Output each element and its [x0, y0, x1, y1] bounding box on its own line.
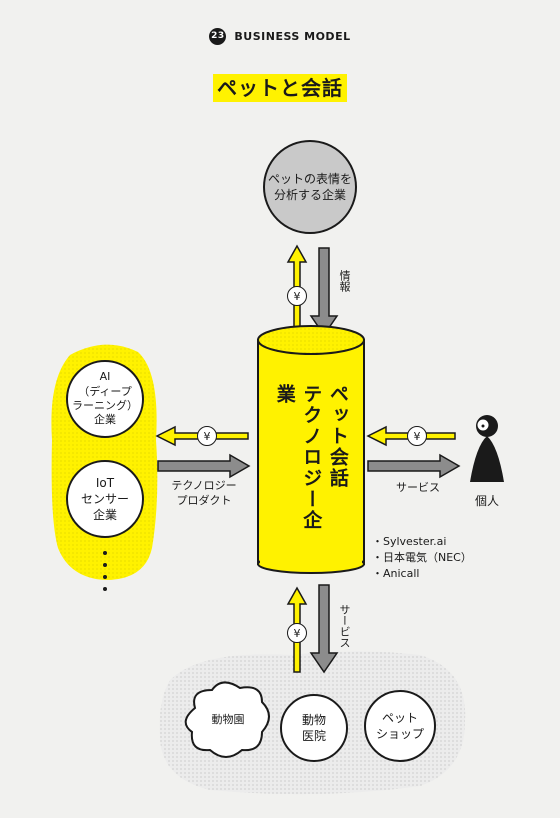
- section-header: 23 BUSINESS MODEL: [0, 28, 560, 45]
- service-label-right: サービス: [396, 481, 440, 494]
- center-label-line2: テクノロジー企業: [273, 384, 323, 531]
- top-node-line2: 分析する企業: [273, 188, 346, 202]
- section-number: 23: [209, 28, 227, 45]
- company-item: ・日本電気（NEC）: [372, 550, 472, 564]
- service-label-bottom: サービス: [338, 604, 351, 648]
- cylinder-top: [257, 325, 365, 355]
- product-label: テクノロジープロダクト: [160, 478, 248, 509]
- cylinder-body: [257, 339, 365, 565]
- person-icon: [470, 415, 504, 482]
- product-label-line2: プロダクト: [176, 494, 232, 508]
- down-arrow-bottom: [309, 584, 339, 674]
- center-label: ペット会話テクノロジー企業: [268, 384, 354, 534]
- company-list: ・Sylvester.ai ・日本電気（NEC） ・Anicall: [372, 534, 472, 582]
- vet-node: 動物医院: [280, 694, 348, 762]
- ai-node: AI（ディープラーニング）企業: [66, 360, 144, 438]
- section-label: BUSINESS MODEL: [234, 30, 351, 43]
- iot-node-line3: 企業: [92, 508, 117, 523]
- center-label-line1: ペット会話: [326, 384, 349, 489]
- company-item: ・Sylvester.ai: [372, 535, 447, 548]
- petshop-node-line2: ショップ: [375, 727, 424, 741]
- person-label: 個人: [474, 494, 499, 508]
- zoo-node: 動物園: [211, 713, 245, 726]
- product-label-line1: テクノロジー: [171, 479, 237, 492]
- company-item: ・Anicall: [372, 566, 420, 580]
- ai-node-line2: （ディープ: [78, 384, 132, 398]
- top-node: ペットの表情を分析する企業: [263, 140, 357, 234]
- yen-badge-right: ¥: [407, 426, 427, 446]
- ai-node-line4: 企業: [94, 413, 116, 427]
- petshop-node-line1: ペット: [381, 710, 418, 725]
- yen-badge-left: ¥: [197, 426, 217, 446]
- top-node-line1: ペットの表情を: [267, 171, 352, 186]
- iot-node-line2: センサー: [80, 491, 129, 506]
- iot-node-line1: IoT: [95, 475, 115, 490]
- ai-node-line1: AI: [99, 370, 111, 384]
- yen-badge-bottom: ¥: [287, 623, 307, 643]
- vet-node-line1: 動物: [301, 712, 326, 727]
- page-title: ペットと会話: [0, 72, 560, 102]
- right-arrow-product: [157, 453, 251, 479]
- yen-badge-top: ¥: [287, 286, 307, 306]
- zoo-cloud: [184, 681, 270, 758]
- info-label: 情報: [338, 270, 351, 292]
- petshop-node: ペットショップ: [364, 690, 436, 762]
- vet-node-line2: 医院: [301, 729, 326, 743]
- page-title-text: ペットと会話: [213, 74, 347, 102]
- right-arrow-service: [367, 453, 461, 479]
- ai-node-line3: ラーニング）: [72, 399, 138, 412]
- down-arrow-top: [309, 247, 339, 337]
